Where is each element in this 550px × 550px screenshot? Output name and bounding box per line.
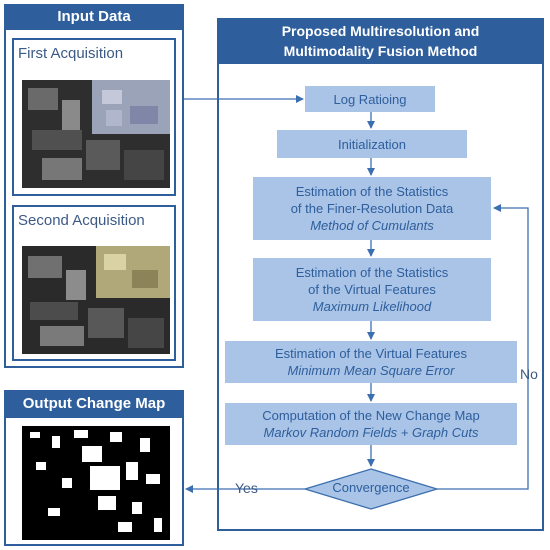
step-4-line1: Estimation of the Statistics	[295, 265, 449, 280]
change-map-pixels	[22, 426, 170, 540]
step-log-ratioing: Log Ratioing	[305, 86, 435, 112]
step-finer-resolution-statistics: Estimation of the Statistics of the Fine…	[253, 177, 491, 240]
second-acquisition-texture	[22, 246, 170, 354]
convergence-diamond	[302, 468, 440, 510]
second-acquisition-label: Second Acquisition	[18, 212, 145, 229]
first-acquisition-image	[22, 80, 170, 188]
step-3-method: Method of Cumulants	[310, 218, 434, 233]
step-virtual-features-estimation: Estimation of the Virtual Features Minim…	[225, 341, 517, 383]
method-title-line1: Proposed Multiresolution and	[281, 23, 480, 39]
step-5-line1: Estimation of the Virtual Features	[275, 346, 467, 361]
yes-label: Yes	[235, 480, 258, 496]
convergence-label: Convergence	[332, 480, 410, 495]
step-virtual-features-statistics: Estimation of the Statistics of the Virt…	[253, 258, 491, 321]
method-title-line2: Multimodality Fusion Method	[283, 43, 478, 59]
step-3-line2: of the Finer-Resolution Data	[290, 201, 454, 216]
no-loop-arrow	[437, 204, 529, 490]
first-acquisition-texture	[22, 80, 170, 188]
step-4-line2: of the Virtual Features	[308, 282, 436, 297]
output-change-map-header: Output Change Map	[4, 390, 184, 418]
step-initialization: Initialization	[277, 130, 467, 158]
second-acquisition-image	[22, 246, 170, 354]
step-new-change-map: Computation of the New Change Map Markov…	[225, 403, 517, 445]
first-acquisition-label: First Acquisition	[18, 45, 124, 62]
step-6-method: Markov Random Fields + Graph Cuts	[263, 425, 479, 440]
step-initialization-label: Initialization	[338, 136, 406, 152]
output-change-map-image	[22, 426, 170, 540]
step-log-ratioing-label: Log Ratioing	[333, 91, 407, 107]
no-label: No	[520, 366, 538, 382]
step-6-line1: Computation of the New Change Map	[262, 408, 480, 423]
method-header: Proposed Multiresolution and Multimodali…	[217, 18, 544, 64]
step-5-method: Minimum Mean Square Error	[287, 363, 455, 378]
step-4-method: Maximum Likelihood	[312, 299, 432, 314]
input-data-header: Input Data	[4, 4, 184, 30]
step-3-line1: Estimation of the Statistics	[295, 184, 449, 199]
